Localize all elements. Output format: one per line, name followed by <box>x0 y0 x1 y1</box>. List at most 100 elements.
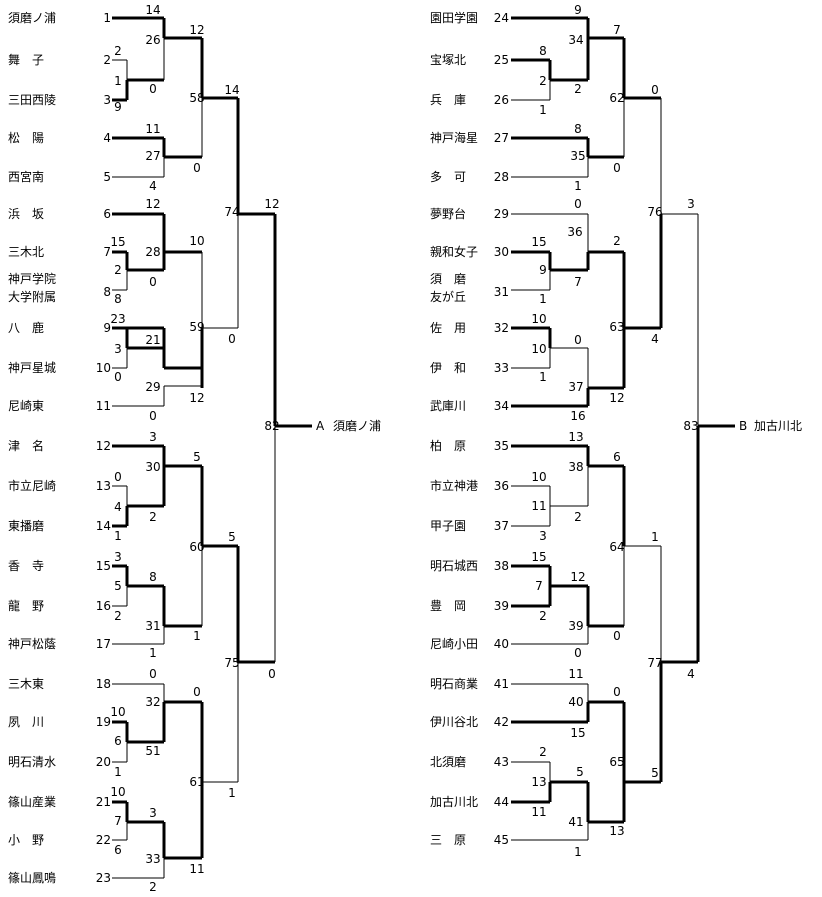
score-label: 7 <box>613 23 621 37</box>
score-label: 10 <box>531 342 546 356</box>
score-label: 9 <box>574 3 582 17</box>
bracket-lines <box>112 16 735 879</box>
winner-label: A <box>316 419 325 433</box>
score-label: 9 <box>114 100 122 114</box>
team-name: 北須磨 <box>430 755 466 769</box>
score-label: 61 <box>189 775 204 789</box>
score-label: 6 <box>114 734 122 748</box>
team-seed: 24 <box>494 11 509 25</box>
team-seed: 45 <box>494 833 509 847</box>
team-seed: 2 <box>103 53 111 67</box>
score-label: 35 <box>570 149 585 163</box>
team-seed: 15 <box>96 559 111 573</box>
winner-name: 須磨ノ浦 <box>333 419 381 433</box>
team-seed: 11 <box>96 399 111 413</box>
score-label: 2 <box>539 745 547 759</box>
team-name: 友が丘 <box>430 289 466 304</box>
score-label: 0 <box>149 667 157 681</box>
team-name: 尼崎小田 <box>430 637 478 651</box>
score-label: 12 <box>570 570 585 584</box>
team-name: 柏 原 <box>430 438 466 453</box>
team-name: 松 陽 <box>8 131 44 145</box>
score-label: 6 <box>114 843 122 857</box>
team-seed: 14 <box>96 519 111 533</box>
team-seed: 34 <box>494 399 509 413</box>
score-label: 1 <box>228 786 236 800</box>
score-label: 8 <box>539 44 547 58</box>
team-name: 明石商業 <box>430 676 478 691</box>
score-label: 2 <box>574 510 582 524</box>
team-name: 伊川谷北 <box>430 715 478 729</box>
score-label: 82 <box>264 419 279 433</box>
score-label: 39 <box>568 619 583 633</box>
score-label: 60 <box>189 540 204 554</box>
score-label: 10 <box>531 470 546 484</box>
score-label: 14 <box>145 3 160 17</box>
score-label: 2 <box>114 44 122 58</box>
score-label: 83 <box>683 419 698 433</box>
score-label: 74 <box>224 205 239 219</box>
team-name: 三 原 <box>430 833 466 847</box>
team-seed: 44 <box>494 795 509 809</box>
team-seed: 8 <box>103 285 111 299</box>
score-label: 28 <box>145 245 160 259</box>
score-label: 0 <box>193 685 201 699</box>
score-label: 4 <box>114 500 122 514</box>
score-label: 58 <box>189 91 204 105</box>
score-label: 65 <box>609 755 624 769</box>
score-label: 33 <box>145 852 160 866</box>
team-name: 宝塚北 <box>430 53 466 67</box>
score-label: 26 <box>145 33 160 47</box>
score-label: 3 <box>114 550 122 564</box>
team-seed: 18 <box>96 677 111 691</box>
team-name: 佐 用 <box>430 321 466 335</box>
score-label: 76 <box>647 205 662 219</box>
team-name: 神戸星城 <box>8 361 56 375</box>
score-label: 5 <box>651 766 659 780</box>
team-name: 尼崎東 <box>8 399 44 413</box>
score-label: 1 <box>539 292 547 306</box>
score-label: 2 <box>114 263 122 277</box>
team-name: 篠山産業 <box>8 794 56 809</box>
score-label: 10 <box>189 234 204 248</box>
team-name: 多 可 <box>430 170 466 184</box>
score-label: 10 <box>110 705 125 719</box>
score-label: 2 <box>149 880 157 894</box>
score-label: 12 <box>264 197 279 211</box>
score-label: 23 <box>110 312 125 326</box>
score-label: 7 <box>574 275 582 289</box>
score-label: 1 <box>149 646 157 660</box>
score-label: 7 <box>535 579 543 593</box>
team-seed: 20 <box>96 755 111 769</box>
team-seed: 35 <box>494 439 509 453</box>
team-name: 大学附属 <box>8 289 56 304</box>
team-name: 三田西陵 <box>8 93 56 107</box>
score-label: 0 <box>574 333 582 347</box>
team-name: 神戸学院 <box>8 271 56 286</box>
team-name: 夢野台 <box>430 206 466 221</box>
score-label: 36 <box>567 225 582 239</box>
score-label: 3 <box>149 806 157 820</box>
score-label: 75 <box>224 656 239 670</box>
score-label: 0 <box>613 629 621 643</box>
team-seed: 23 <box>96 871 111 885</box>
score-label: 13 <box>609 824 624 838</box>
score-label: 1 <box>574 845 582 859</box>
score-label: 5 <box>193 450 201 464</box>
team-name: 武庫川 <box>430 399 466 413</box>
score-label: 14 <box>224 83 239 97</box>
score-label: 8 <box>574 122 582 136</box>
team-seed: 32 <box>494 321 509 335</box>
team-seed: 4 <box>103 131 111 145</box>
team-name: 神戸海星 <box>430 130 478 145</box>
team-seed: 9 <box>103 321 111 335</box>
team-name: 豊 岡 <box>430 599 466 613</box>
score-label: 32 <box>145 695 160 709</box>
score-label: 5 <box>114 579 122 593</box>
score-label: 1 <box>114 529 122 543</box>
score-label: 0 <box>114 470 122 484</box>
winner-label: B <box>739 419 747 433</box>
team-seed: 22 <box>96 833 111 847</box>
score-label: 11 <box>531 499 546 513</box>
